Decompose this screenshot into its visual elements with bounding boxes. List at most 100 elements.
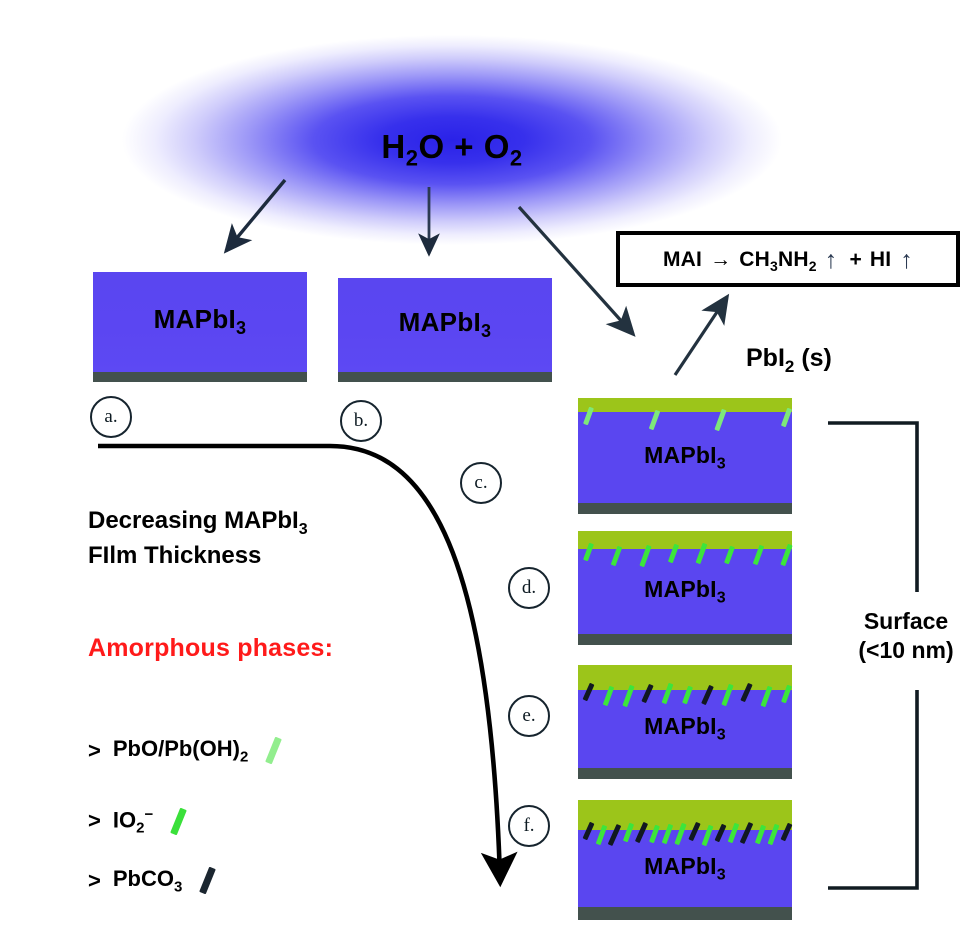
reaction-plus: + [849, 247, 862, 271]
reaction-product-1: CH3NH2 [739, 247, 817, 275]
panel-letter-f-text: f. [523, 815, 535, 836]
legend-bullet-icon-2: > [88, 867, 101, 893]
panel-letter-b: b. [340, 400, 382, 442]
amorphous-phase-tick-green [752, 544, 764, 566]
panel-e-tick-host [578, 680, 792, 708]
amorphous-phase-tick-dark [700, 684, 714, 706]
panel-b-label: MAPbI3 [398, 307, 492, 342]
amorphous-phase-tick-green [674, 822, 688, 846]
reaction-equation: MAI→CH3NH2↑+HI↑ [663, 244, 913, 274]
legend-label-1: IO2− [112, 806, 154, 837]
amorphous-phase-tick-pale [648, 409, 661, 431]
amorphous-phase-tick-dark [641, 683, 655, 704]
amorphous-phase-tick-green [760, 685, 773, 708]
panel-d-tick-host [578, 540, 793, 568]
panel-a-perovskite-layer: MAPbI3 [93, 272, 307, 372]
panel-f: MAPbI3 [578, 800, 793, 920]
panel-a: MAPbI3 [93, 272, 307, 382]
amorphous-phases-title: Amorphous phases: [88, 634, 333, 663]
amorphous-phase-tick-green [638, 544, 652, 568]
amorphous-phase-tick-dark [582, 682, 595, 702]
panel-letter-f: f. [508, 805, 550, 847]
panel-letter-b-text: b. [353, 410, 369, 431]
panel-f-substrate [578, 907, 792, 920]
amorphous-phase-tick-pale [714, 408, 727, 432]
amorphous-phase-tick-green [583, 542, 594, 562]
amorphous-phase-tick-dark [740, 821, 754, 845]
legend-bullet-icon-0: > [88, 737, 101, 763]
gas-label: H2O + O2 [352, 128, 552, 172]
panel-letter-e-text: e. [522, 705, 536, 726]
reaction-reactant: MAI [662, 247, 703, 271]
panel-a-substrate [93, 372, 307, 382]
pbi2-caption-text: PbI2 (s) [746, 344, 832, 376]
panel-c-perovskite-layer: MAPbI3 [578, 406, 793, 503]
amorphous-phase-tick-green [649, 824, 660, 844]
amorphous-phase-tick-dark [582, 821, 595, 841]
panel-e: MAPbI3 [578, 665, 792, 779]
panel-e-pbi2-layer [578, 665, 792, 690]
panel-f-tick-host [578, 819, 793, 847]
panel-letter-c-text: c. [474, 472, 488, 493]
surface-caption: Surface (<10 nm) [838, 607, 974, 666]
panel-e-label: MAPbI3 [644, 713, 726, 744]
amorphous-phase-tick-dark [714, 823, 727, 843]
legend-swatch-pale-green-icon [265, 736, 283, 765]
amorphous-phases-title-text: Amorphous phases: [88, 634, 334, 662]
amorphous-phase-tick-dark [634, 821, 648, 844]
panel-letter-d: d. [508, 567, 550, 609]
panel-letter-e: e. [508, 695, 550, 737]
panel-d-perovskite-layer: MAPbI3 [578, 542, 793, 634]
panel-b-perovskite-layer: MAPbI3 [338, 278, 552, 372]
panel-letter-c: c. [460, 462, 502, 504]
panel-c-pbi2-layer [578, 398, 792, 412]
amorphous-phase-tick-green [622, 822, 634, 843]
amorphous-phase-tick-green [661, 682, 674, 705]
amorphous-phase-tick-green [682, 685, 693, 705]
amorphous-phase-tick-green [595, 824, 608, 846]
amorphous-phase-tick-green [720, 683, 734, 707]
amorphous-phase-tick-green [701, 824, 714, 847]
amorphous-phase-tick-green [611, 545, 623, 567]
amorphous-phase-tick-green [661, 823, 674, 845]
reaction-box: MAI→CH3NH2↑+HI↑ [616, 231, 960, 287]
arrow-c-to-reaction-box [673, 293, 730, 376]
panel-d-substrate [578, 634, 792, 645]
panel-e-perovskite-layer: MAPbI3 [578, 682, 792, 768]
amorphous-phase-tick-green [727, 822, 740, 844]
amorphous-phase-tick-dark [780, 822, 793, 842]
amorphous-phase-tick-pale [780, 407, 793, 428]
amorphous-phase-tick-green [767, 823, 780, 846]
pbi2-caption: PbI2 (s) [746, 344, 832, 377]
gas-up-arrow-icon: ↑ [824, 245, 838, 274]
legend-swatch-green-icon [170, 807, 188, 836]
panel-b-substrate [338, 372, 552, 382]
panel-letter-a: a. [90, 396, 132, 438]
panel-f-perovskite-layer: MAPbI3 [578, 821, 793, 907]
legend-swatch-dark-icon [199, 866, 217, 895]
reaction-arrow-icon: → [710, 247, 732, 271]
gas-label-text: H2O + O2 [381, 128, 523, 171]
thickness-annotation: Decreasing MAPbI3 FIlm Thickness [88, 505, 408, 572]
panel-letter-a-text: a. [104, 406, 118, 427]
legend-item-io2: > IO2− [88, 806, 188, 837]
thickness-line-2: FIlm Thickness [88, 541, 262, 569]
panel-c-label: MAPbI3 [644, 441, 726, 473]
amorphous-phase-tick-dark [740, 682, 754, 703]
amorphous-phase-tick-green [667, 543, 679, 564]
gas-up-arrow-icon-2: ↑ [900, 245, 914, 274]
panel-e-substrate [578, 768, 792, 779]
legend-item-pbo: > PbO/Pb(OH)2 [88, 736, 283, 766]
legend-bullet-icon-1: > [88, 808, 101, 834]
amorphous-phase-tick-green [724, 545, 736, 565]
amorphous-phase-tick-pale [583, 406, 594, 426]
panel-a-label: MAPbI3 [153, 304, 247, 339]
legend-label-0: PbO/Pb(OH)2 [112, 736, 249, 766]
panel-d-label: MAPbI3 [644, 575, 726, 607]
amorphous-phase-tick-green [780, 543, 793, 567]
amorphous-phase-tick-green [781, 684, 792, 704]
panel-b: MAPbI3 [338, 278, 552, 382]
legend-item-pbco3: > PbCO3 [88, 866, 217, 895]
panel-c-substrate [578, 503, 792, 514]
